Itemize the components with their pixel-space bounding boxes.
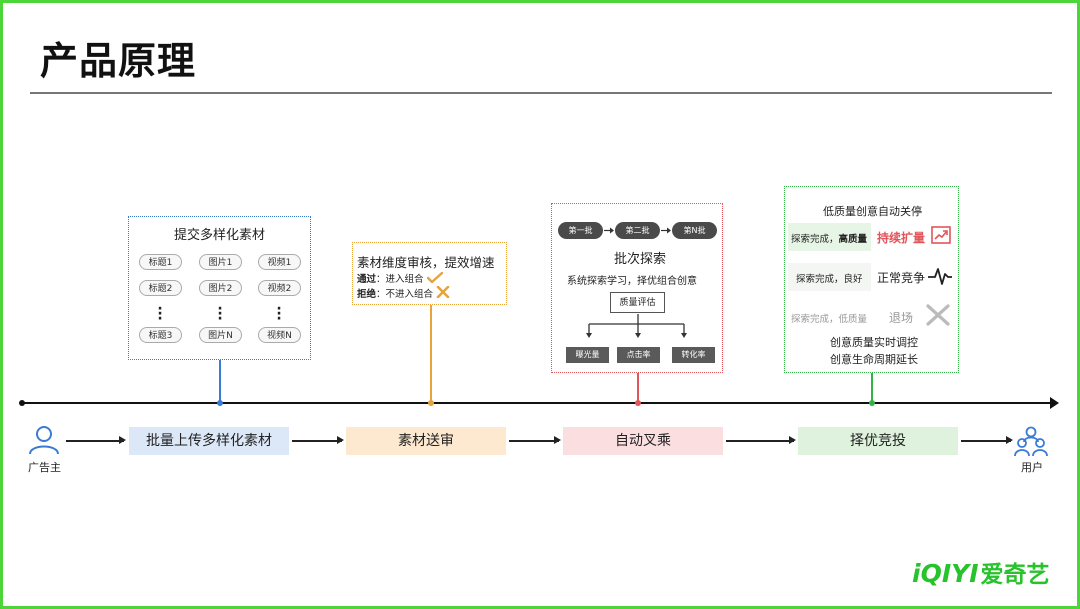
quality-eval-box: 质量评估 xyxy=(610,292,665,313)
timeline-arrowhead xyxy=(1050,397,1059,409)
advertiser-icon xyxy=(29,426,59,455)
timeline-axis xyxy=(22,402,1052,404)
metric-box: 转化率 xyxy=(672,347,715,363)
material-pill: 图片N xyxy=(199,327,242,343)
logo-cn: 爱奇艺 xyxy=(980,562,1050,588)
reject-label: 拒绝 xyxy=(357,289,377,300)
auto-stop-panel: 低质量创意自动关停 探索完成，高质量 持续扩量 探索完成，良好 正常竞争 探索完… xyxy=(784,186,959,373)
batch-arrows xyxy=(586,227,687,338)
material-pill: 标题3 xyxy=(139,327,182,343)
stage-cross: 自动叉乘 xyxy=(563,427,723,455)
pulse-icon xyxy=(928,268,952,285)
material-pill: 图片2 xyxy=(199,280,242,296)
material-pill: 标题1 xyxy=(139,254,182,270)
ellipsis-vertical-icon: ··· xyxy=(217,301,223,327)
row-bold: 高质量 xyxy=(838,234,868,245)
note-lifecycle: 创意生命周期延长 xyxy=(830,353,918,366)
timeline-dot-orange xyxy=(428,400,434,406)
expand-label: 持续扩量 xyxy=(877,231,926,245)
timeline-dot-blue xyxy=(217,400,223,406)
submit-panel-title: 提交多样化素材 xyxy=(174,228,266,243)
connector-orange xyxy=(430,305,432,402)
logo-latin: iQIYI xyxy=(912,559,979,588)
flow-arrow xyxy=(961,437,1013,443)
check-icon xyxy=(426,271,443,284)
ellipsis-vertical-icon: ··· xyxy=(157,301,163,327)
trend-up-icon xyxy=(931,226,951,244)
metric-box: 点击率 xyxy=(617,347,660,363)
row-highlight xyxy=(788,223,871,251)
connector-blue xyxy=(219,360,221,402)
stage-review: 素材送审 xyxy=(346,427,506,455)
material-pill: 标题2 xyxy=(139,280,182,296)
advertiser-label: 广告主 xyxy=(28,461,61,474)
compete-label: 正常竞争 xyxy=(877,271,926,285)
flow-arrow xyxy=(509,437,561,443)
result-row-low: 探索完成，低质量 xyxy=(791,314,868,325)
flow-arrow xyxy=(66,437,126,443)
material-pill: 图片1 xyxy=(199,254,242,270)
ellipsis-vertical-icon: ··· xyxy=(276,301,282,327)
connector-green xyxy=(871,373,873,402)
stage-compete: 择优竞投 xyxy=(798,427,958,455)
connector-red xyxy=(637,373,639,402)
exit-label: 退场 xyxy=(889,311,914,325)
batch-pill: 第二批 xyxy=(615,222,660,239)
review-panel-title: 素材维度审核，提效增速 xyxy=(357,255,495,270)
timeline-dot-red xyxy=(635,400,641,406)
batch-explore-panel: 第一批 第二批 第N批 批次探索 系统探索学习，择优组合创意 曝光量 点击率 转… xyxy=(551,203,723,373)
result-row-high: 探索完成，高质量 xyxy=(791,231,867,245)
batch-pill: 第一批 xyxy=(558,222,603,239)
review-pass-line: 通过：进入组合 xyxy=(357,271,443,285)
review-panel: 素材维度审核，提效增速 通过：进入组合 拒绝：不进入组合 xyxy=(352,242,507,305)
metric-box: 曝光量 xyxy=(566,347,609,363)
review-reject-line: 拒绝：不进入组合 xyxy=(357,285,450,300)
flow-arrow xyxy=(292,437,344,443)
pass-text: ：进入组合 xyxy=(376,274,424,285)
timeline-start-dot xyxy=(19,400,25,406)
material-pill: 视频2 xyxy=(258,280,301,296)
explore-subtitle: 系统探索学习，择优组合创意 xyxy=(567,276,697,287)
material-pill: 视频1 xyxy=(258,254,301,270)
slide-title: 产品原理 xyxy=(40,39,197,83)
stage-upload: 批量上传多样化素材 xyxy=(129,427,289,455)
submit-materials-panel: 提交多样化素材 标题1 标题2 ··· 标题3 图片1 图片2 ··· 图片N … xyxy=(128,216,311,360)
cross-icon xyxy=(436,285,450,299)
flow-arrow xyxy=(726,437,796,443)
row-prefix: 探索完成， xyxy=(791,234,839,245)
reject-text: ：不进入组合 xyxy=(376,289,434,300)
material-pill: 视频N xyxy=(258,327,301,343)
iqiyi-logo: iQIYI爱奇艺 xyxy=(912,555,1050,589)
auto-stop-title: 低质量创意自动关停 xyxy=(823,205,922,218)
result-row-normal: 探索完成，良好 xyxy=(796,274,863,285)
timeline-dot-green xyxy=(869,400,875,406)
disabled-icon xyxy=(926,304,950,326)
row-highlight xyxy=(788,263,871,291)
user-label: 用户 xyxy=(1021,461,1043,474)
pass-label: 通过 xyxy=(357,274,377,285)
explore-title: 批次探索 xyxy=(614,252,667,267)
note-realtime: 创意质量实时调控 xyxy=(830,336,918,349)
title-divider xyxy=(30,92,1052,94)
users-icon xyxy=(1014,426,1048,457)
batch-pill: 第N批 xyxy=(672,222,717,239)
